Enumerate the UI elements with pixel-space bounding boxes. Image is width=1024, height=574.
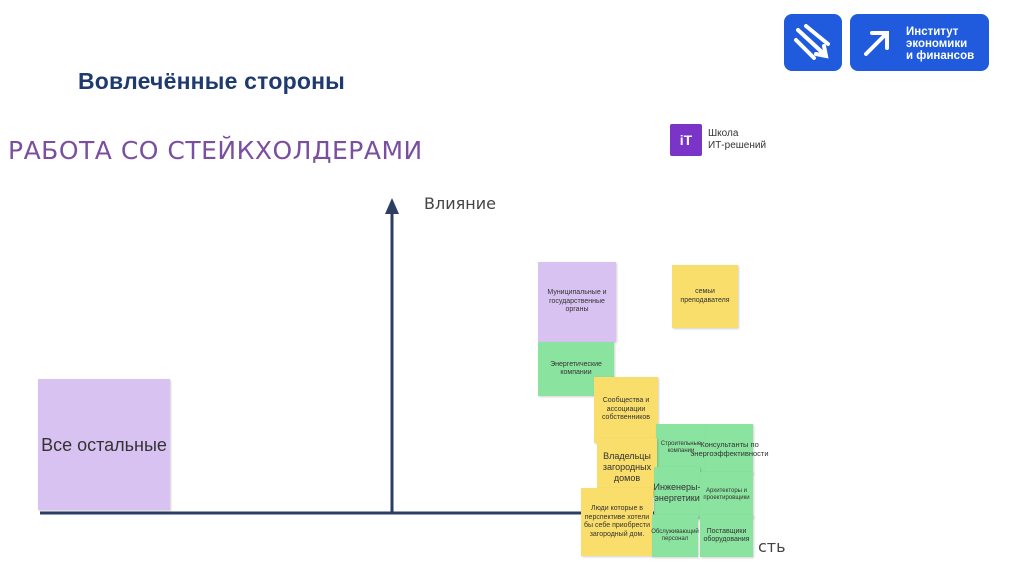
arrow-up-right-icon <box>864 31 889 56</box>
institute-line-3: и финансов <box>906 50 975 62</box>
note-architects: Архитекторы и проектировщики <box>700 472 753 518</box>
board-heading: РАБОТА СО СТЕЙКХОЛДЕРАМИ <box>8 136 423 165</box>
slide-title: Вовлечённые стороны <box>78 68 346 94</box>
note-service-staff: Обслуживающий персонал <box>651 515 699 557</box>
school-line-2: ИТ-решений <box>708 140 767 151</box>
institute-line-2: экономики <box>906 38 968 50</box>
note-consultants: Консультанты по энергоэффективности <box>690 424 769 474</box>
y-axis-arrowhead <box>385 198 399 214</box>
institute-line-1: Институт <box>906 26 959 38</box>
note-communities: Сообщества и ассоциации собственников <box>594 377 658 443</box>
note-engineers: Инженеры-энергетики <box>654 467 700 519</box>
note-suppliers: Поставщики оборудования <box>700 515 753 557</box>
note-all-others: Все остальные <box>38 379 170 510</box>
note-house-owners: Владельцы загородных домов <box>597 438 657 496</box>
school-logo-icon: iT <box>670 124 702 156</box>
school-line-1: Школа <box>708 128 739 139</box>
institute-name: Институт экономики и финансов <box>906 26 974 62</box>
x-axis-label: сть <box>758 537 786 556</box>
y-axis-label: Влияние <box>424 194 496 213</box>
note-energy-companies: Энергетические компании <box>538 342 614 396</box>
arrows-logo <box>784 14 842 71</box>
note-future-buyers: Люди которые в перспективе хотели бы себ… <box>581 488 653 556</box>
school-name: Школа ИТ-решений <box>708 128 766 152</box>
note-construction: Строительные компании <box>656 424 706 472</box>
note-municipal: Муниципальные и государственные органы <box>538 262 616 342</box>
arrows-logo-icon <box>794 24 830 60</box>
note-teachers-families: семьи преподавателя <box>672 265 738 328</box>
institute-logo: Институт экономики и финансов <box>850 14 989 71</box>
